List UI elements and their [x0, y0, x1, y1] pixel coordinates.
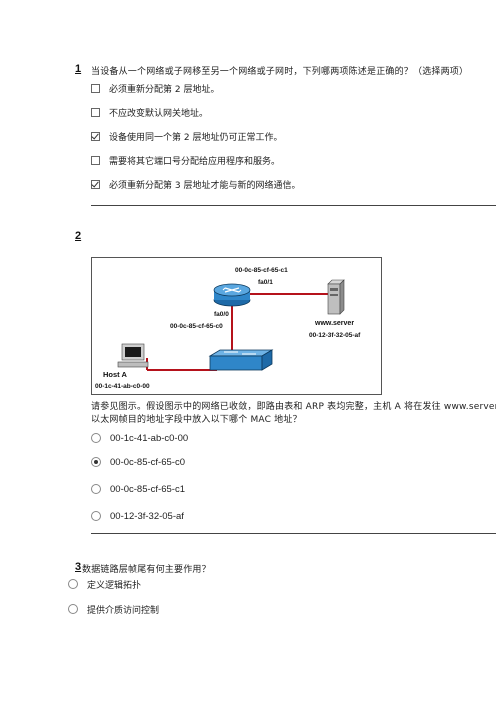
- checkbox[interactable]: [91, 107, 100, 117]
- host-pc-icon: [117, 343, 149, 368]
- router-icon: [213, 283, 251, 307]
- question-number: 3: [75, 561, 82, 573]
- option-label: 不应改变默认网关地址。: [109, 108, 209, 119]
- question-number: 2: [75, 230, 82, 242]
- host-mac: 00-1c-41-ab-c0-00: [95, 383, 150, 390]
- q2-option-1[interactable]: 00-1c-41-ab-c0-00: [91, 431, 188, 445]
- radio-button[interactable]: [91, 433, 101, 443]
- checkbox[interactable]: [91, 83, 100, 93]
- option-label: 提供介质访问控制: [87, 605, 160, 616]
- router-if-left: fa0/0: [214, 311, 229, 318]
- router-mac-left: 00-0c-85-cf-65-c0: [170, 323, 223, 330]
- q2-option-2[interactable]: 00-0c-85-cf-65-c0: [91, 455, 185, 469]
- question-number: 1: [75, 63, 82, 75]
- option-label: 00-1c-41-ab-c0-00: [110, 432, 189, 444]
- radio-button[interactable]: [91, 484, 101, 494]
- checkbox[interactable]: [91, 155, 100, 165]
- radio-button-selected[interactable]: [91, 457, 101, 467]
- question-text: 数据链路层帧尾有何主要作用？: [82, 565, 211, 575]
- network-diagram: 00-0c-85-cf-65-c1 fa0/1 fa0/0 00-0c-85-c…: [91, 257, 382, 395]
- router-mac-top: 00-0c-85-cf-65-c1: [235, 267, 288, 274]
- question-text-line1: 请参见图示。假设图示中的网络已收敛，即路由表和 ARP 表均完整，主机 A 将在…: [91, 402, 496, 412]
- q1-option-4[interactable]: 需要将其它端口号分配给应用程序和服务。: [91, 153, 280, 167]
- question-text-line2: 以太网帧目的地址字段中放入以下哪个 MAC 地址？: [91, 415, 302, 425]
- radio-button[interactable]: [68, 579, 78, 589]
- q3-option-2[interactable]: 提供介质访问控制: [68, 602, 159, 616]
- checkbox-checked[interactable]: [91, 179, 100, 189]
- host-name: Host A: [103, 370, 127, 379]
- switch-icon: [208, 349, 274, 371]
- q1-option-2[interactable]: 不应改变默认网关地址。: [91, 105, 208, 119]
- q3-option-1[interactable]: 定义逻辑拓扑: [68, 577, 141, 591]
- divider: [91, 533, 496, 534]
- q2-option-4[interactable]: 00-12-3f-32-05-af: [91, 509, 184, 523]
- option-label: 定义逻辑拓扑: [87, 580, 142, 591]
- option-label: 00-0c-85-cf-65-c1: [110, 483, 185, 495]
- q2-option-3[interactable]: 00-0c-85-cf-65-c1: [91, 482, 185, 496]
- checkbox-checked[interactable]: [91, 131, 100, 141]
- server-icon: [327, 279, 345, 315]
- q1-option-1[interactable]: 必须重新分配第 2 层地址。: [91, 81, 219, 95]
- option-label: 必须重新分配第 3 层地址才能与新的网络通信。: [109, 180, 301, 191]
- server-name: www.server: [315, 320, 355, 327]
- router-if-top: fa0/1: [258, 279, 273, 286]
- option-label: 需要将其它端口号分配给应用程序和服务。: [109, 156, 281, 167]
- question-text: 当设备从一个网络或子网移至另一个网络或子网时，下列哪两项陈述是正确的？（选择两项…: [91, 67, 469, 77]
- option-label: 00-0c-85-cf-65-c0: [110, 456, 185, 468]
- network-diagram-graphic: [117, 279, 345, 371]
- radio-button[interactable]: [68, 604, 78, 614]
- option-label: 必须重新分配第 2 层地址。: [109, 84, 220, 95]
- radio-button[interactable]: [91, 511, 101, 521]
- divider: [91, 205, 496, 206]
- q1-option-5[interactable]: 必须重新分配第 3 层地址才能与新的网络通信。: [91, 177, 300, 191]
- q1-option-3[interactable]: 设备使用同一个第 2 层地址仍可正常工作。: [91, 129, 282, 143]
- option-label: 00-12-3f-32-05-af: [110, 510, 184, 522]
- server-mac: 00-12-3f-32-05-af: [309, 332, 361, 339]
- option-label: 设备使用同一个第 2 层地址仍可正常工作。: [109, 132, 283, 143]
